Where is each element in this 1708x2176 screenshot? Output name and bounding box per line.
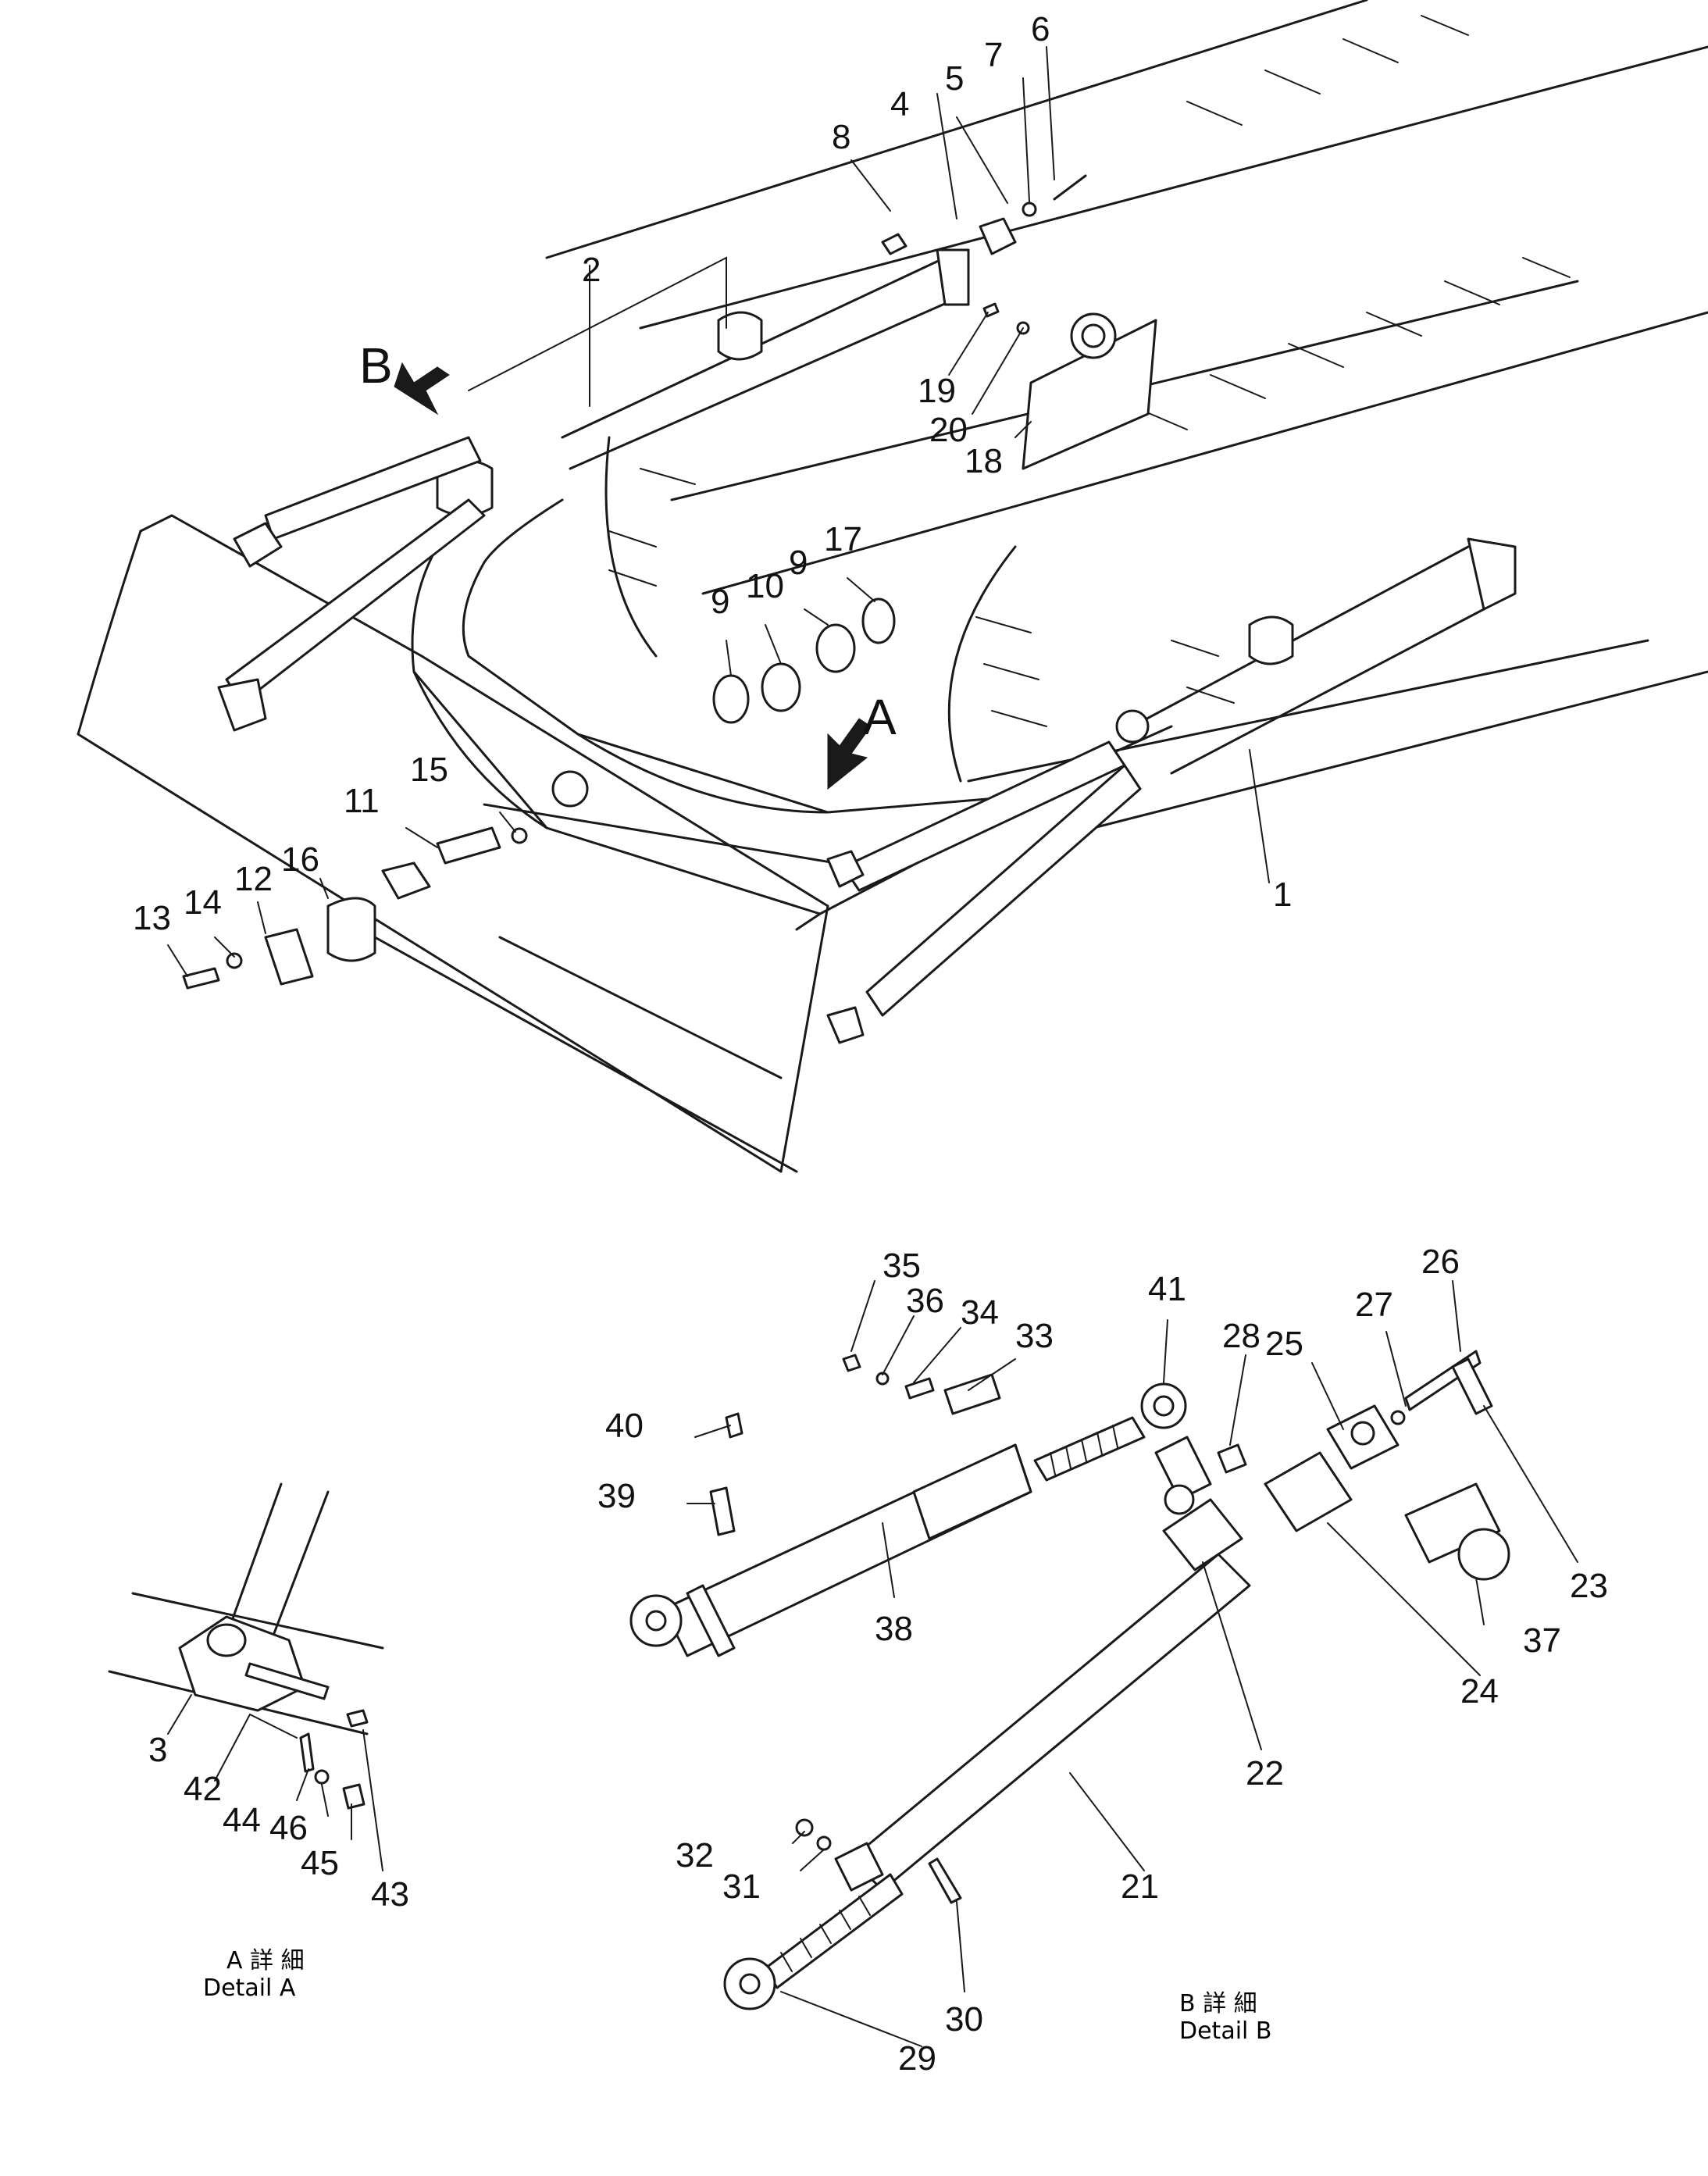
part-label-2: 2: [582, 251, 601, 289]
part-label-40: 40: [605, 1407, 644, 1445]
part-label-33: 33: [1015, 1317, 1054, 1355]
detail-b: 35 36 34 33 41 28 25 27 26 40 39 38 23 3…: [597, 1243, 1608, 2078]
part-labels-main: B A 1 2 4 5 6 7 8 9 10 9 17 19 20 18 15 …: [133, 10, 1292, 937]
part-label-41: 41: [1148, 1270, 1186, 1308]
trunnion-plate: [982, 302, 1157, 470]
part-label-27: 27: [1355, 1286, 1393, 1324]
part-label-28: 28: [1222, 1317, 1260, 1355]
part-label-12: 12: [234, 860, 273, 898]
part-label-29: 29: [898, 2039, 936, 2078]
part-label-30: 30: [945, 2000, 983, 2039]
blade-pin-assembly: [182, 826, 528, 990]
part-label-38: 38: [875, 1610, 913, 1648]
part-label-26: 26: [1421, 1243, 1460, 1281]
detail-a-caption-en: Detail A: [203, 1974, 296, 2002]
detail-a: 3 42 44 46 45 43 A 詳 細 Detail A: [108, 1482, 409, 2002]
part-label-43: 43: [371, 1875, 409, 1914]
part-label-4: 4: [890, 85, 909, 123]
arrow-b-label: B: [359, 337, 393, 394]
main-assembly: B A 1 2 4 5 6 7 8 9 10 9 17 19 20 18 15 …: [77, 0, 1708, 1173]
part-label-5: 5: [945, 59, 964, 98]
blade: [77, 514, 829, 1173]
part-label-19: 19: [918, 372, 956, 410]
trunnion-cap-5: [881, 174, 1087, 255]
part-label-36: 36: [906, 1282, 944, 1320]
part-label-22: 22: [1246, 1754, 1284, 1793]
part-label-46: 46: [269, 1809, 308, 1847]
arrow-a-label: A: [863, 689, 897, 745]
part-label-37: 37: [1523, 1621, 1561, 1660]
part-label-7: 7: [984, 36, 1003, 74]
part-label-8: 8: [832, 118, 850, 156]
part-label-17: 17: [824, 520, 862, 558]
part-label-9b: 9: [789, 544, 808, 582]
part-label-35: 35: [883, 1247, 921, 1285]
part-label-1: 1: [1273, 876, 1292, 914]
arrow-b-icon: [394, 362, 450, 416]
part-label-6: 6: [1031, 10, 1050, 48]
part-label-21: 21: [1121, 1867, 1159, 1906]
leader-lines-main: [167, 46, 1270, 977]
part-label-15: 15: [410, 751, 448, 789]
brace-cylinder-right: [826, 709, 1150, 1044]
part-label-16: 16: [281, 840, 319, 879]
part-label-9a: 9: [711, 583, 729, 621]
part-label-3: 3: [148, 1731, 167, 1769]
part-label-32: 32: [676, 1836, 714, 1875]
part-label-14: 14: [184, 883, 222, 922]
c-frame: [411, 498, 1173, 931]
part-label-34: 34: [961, 1293, 999, 1332]
part-label-44: 44: [223, 1801, 261, 1839]
part-label-42: 42: [184, 1770, 222, 1808]
part-label-11: 11: [344, 782, 380, 820]
part-label-10: 10: [746, 567, 784, 605]
part-label-24: 24: [1460, 1672, 1499, 1710]
part-label-31: 31: [722, 1867, 761, 1906]
part-label-13: 13: [133, 899, 171, 937]
brace-cylinder-left: [217, 436, 486, 732]
detail-b-caption-jp: B 詳 細: [1179, 1990, 1257, 2017]
part-label-23: 23: [1570, 1567, 1608, 1605]
leader-lines-detail-b: [686, 1280, 1578, 2047]
part-label-18: 18: [965, 442, 1003, 480]
part-label-25: 25: [1265, 1325, 1303, 1363]
arrow-a-icon: [827, 718, 872, 790]
push-arm-right: [1131, 537, 1517, 775]
part-label-45: 45: [301, 1844, 339, 1882]
push-arm-left: [436, 248, 970, 517]
bushing-set: [712, 598, 896, 724]
part-label-20: 20: [929, 411, 968, 449]
detail-b-caption-en: Detail B: [1179, 2017, 1272, 2045]
part-label-39: 39: [597, 1477, 636, 1515]
detail-a-caption-jp: A 詳 細: [226, 1947, 305, 1974]
